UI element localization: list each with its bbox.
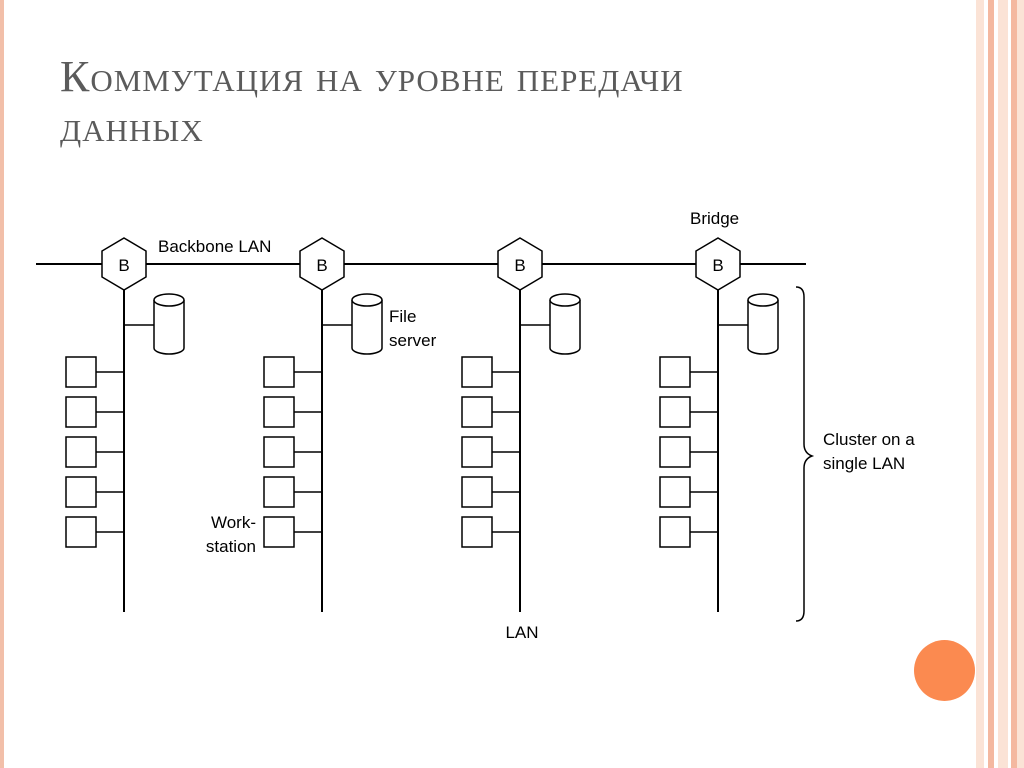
lan-segment-1: B xyxy=(65,237,185,612)
workstation-icon xyxy=(461,436,520,468)
workstation-icon xyxy=(263,436,322,468)
cluster-label-1: Cluster on a xyxy=(823,430,915,449)
bridge-glyph: B xyxy=(712,256,723,275)
bridge-icon xyxy=(695,237,741,291)
lan-segment-3: B LAN xyxy=(461,237,581,642)
workstation-icon xyxy=(659,396,718,428)
workstation-icon xyxy=(65,396,124,428)
slide-title-line-1: Коммутация на уровне передачи xyxy=(60,52,684,101)
slide-title: Коммутация на уровне передачи данных xyxy=(60,52,960,152)
workstation-icon xyxy=(263,476,322,508)
workstation-icon xyxy=(461,516,520,548)
lan-segment-4: B xyxy=(659,237,779,612)
workstation-icon xyxy=(461,356,520,388)
bridge-icon xyxy=(101,237,147,291)
decorative-stripes xyxy=(976,0,1024,768)
workstation-icon xyxy=(659,476,718,508)
workstation-icon xyxy=(263,356,322,388)
workstation-icon xyxy=(65,516,124,548)
workstation-icon xyxy=(659,516,718,548)
workstation-label-1: Work- xyxy=(211,513,256,532)
file-server-icon xyxy=(153,293,185,355)
workstation-icon xyxy=(65,436,124,468)
workstation-icon xyxy=(65,476,124,508)
lan-label: LAN xyxy=(505,623,538,642)
workstation-icon xyxy=(65,356,124,388)
cluster-brace xyxy=(795,286,815,622)
file-server-icon xyxy=(351,293,383,355)
bridge-glyph: B xyxy=(118,256,129,275)
file-server-label-1: File xyxy=(389,307,416,326)
workstation-icon xyxy=(263,516,322,548)
file-server-icon xyxy=(549,293,581,355)
workstation-label-2: station xyxy=(206,537,256,556)
slide-title-line-2: данных xyxy=(60,102,204,151)
bridge-glyph: B xyxy=(316,256,327,275)
workstation-icon xyxy=(263,396,322,428)
bridge-icon xyxy=(497,237,543,291)
bridge-icon xyxy=(299,237,345,291)
bridge-label: Bridge xyxy=(690,209,739,228)
backbone-label: Backbone LAN xyxy=(158,237,271,256)
cluster-label-2: single LAN xyxy=(823,454,905,473)
workstation-icon xyxy=(659,436,718,468)
file-server-icon xyxy=(747,293,779,355)
bridge-glyph: B xyxy=(514,256,525,275)
decorative-orange-circle xyxy=(914,640,975,701)
workstation-icon xyxy=(461,476,520,508)
workstation-icon xyxy=(461,396,520,428)
lan-segment-2: B File server Work- station xyxy=(206,237,437,612)
workstation-icon xyxy=(659,356,718,388)
file-server-label-2: server xyxy=(389,331,437,350)
